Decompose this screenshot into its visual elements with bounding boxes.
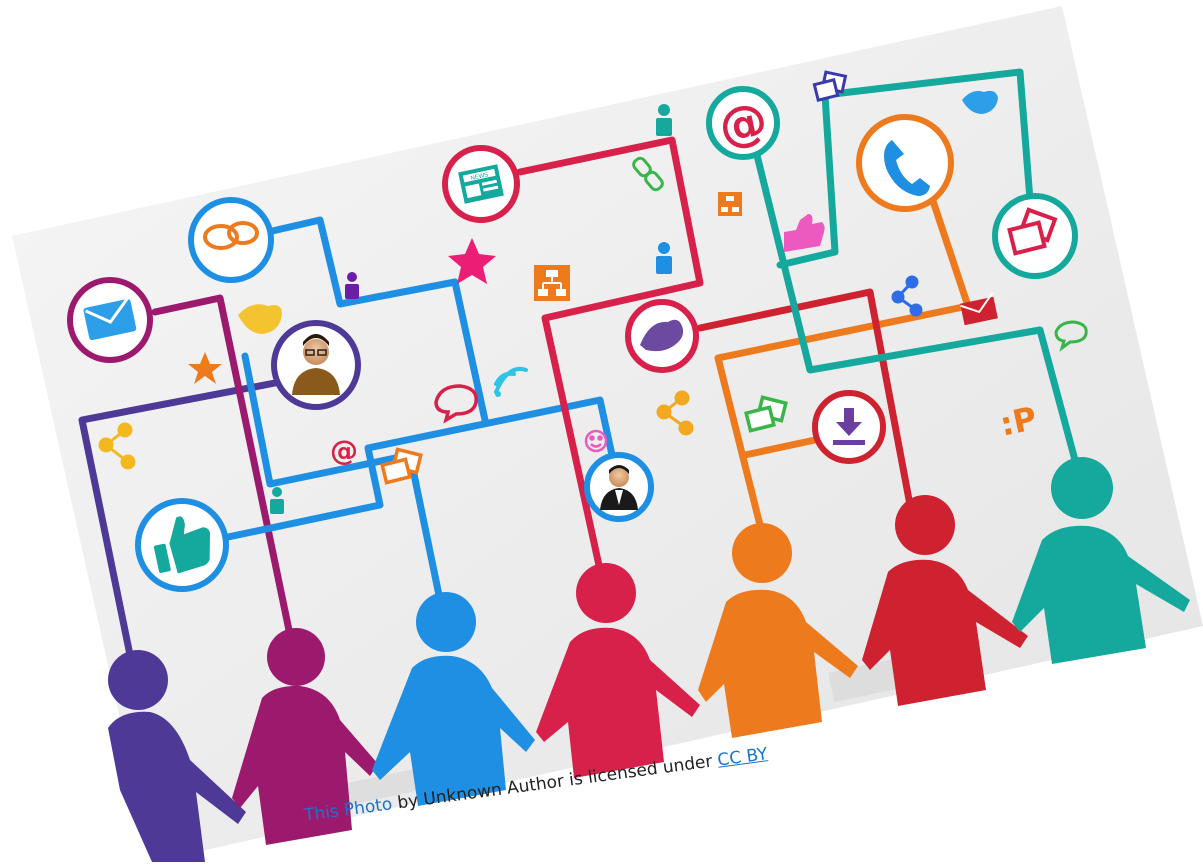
download-node xyxy=(812,390,886,464)
thumbs-up-icon-pink xyxy=(784,214,825,252)
mail-icon xyxy=(83,296,137,341)
crimson-connector xyxy=(516,136,704,574)
blue-connector-thumb xyxy=(224,396,616,541)
emoticon-icon: :P xyxy=(997,399,1040,444)
envelope-icon-red xyxy=(960,292,998,326)
email-at-node: @ xyxy=(706,86,780,160)
people-row xyxy=(108,457,1190,862)
businessman-icon xyxy=(600,465,638,510)
phone-node xyxy=(856,114,954,212)
avatar-node-right xyxy=(584,452,654,522)
person-magenta xyxy=(232,628,378,845)
avatar-node-left xyxy=(271,320,361,410)
pictures-node xyxy=(992,193,1078,279)
purple-connector xyxy=(78,379,279,659)
person-teal xyxy=(1012,457,1190,664)
newspaper-icon: NEWS xyxy=(458,164,504,204)
wifi-icon xyxy=(494,367,528,397)
at-sign-small-icon: @ xyxy=(330,434,358,467)
bird-icon xyxy=(640,319,684,352)
download-icon xyxy=(833,408,865,445)
thumbs-up-icon xyxy=(153,516,211,574)
blue-connector-upper xyxy=(264,216,489,424)
star-icon-orange xyxy=(188,352,222,384)
person-crimson xyxy=(536,563,700,778)
red-connector xyxy=(696,288,914,509)
share-icon-blue xyxy=(891,275,923,317)
avatar-icon xyxy=(292,334,340,395)
chat-node xyxy=(188,197,274,283)
phone-icon xyxy=(884,140,930,196)
speech-bubble-icon-green xyxy=(1054,320,1088,352)
person-icon-blue xyxy=(656,242,672,274)
sitemap-icon-small xyxy=(718,192,742,216)
news-node: NEWS xyxy=(442,145,520,223)
person-purple xyxy=(108,650,246,862)
photos-icon-orange xyxy=(380,447,423,485)
orange-connector-sub xyxy=(741,436,819,459)
like-node xyxy=(135,498,229,592)
person-red xyxy=(862,495,1028,706)
news-label: NEWS xyxy=(470,172,489,182)
sitemap-icon xyxy=(534,265,570,301)
mail-node xyxy=(67,277,153,363)
blue-connector-main xyxy=(241,352,444,604)
teal-connector xyxy=(748,131,1079,464)
link-icon xyxy=(632,156,664,192)
pictures-icon xyxy=(1007,207,1058,256)
person-blue xyxy=(372,592,535,806)
magenta-connector xyxy=(151,294,294,639)
person-icon-green xyxy=(270,487,284,514)
share-icon-left xyxy=(98,422,136,470)
floating-icons: @ xyxy=(98,70,1088,514)
photos-icon-green xyxy=(744,395,788,433)
bird-node xyxy=(625,299,699,373)
photos-icon-blue xyxy=(812,70,848,102)
star-icon-pink xyxy=(448,238,496,284)
bird-icon-yellow xyxy=(238,304,282,334)
person-icon-teal-top xyxy=(656,104,672,136)
person-orange xyxy=(698,523,858,738)
orange-connector xyxy=(714,188,972,529)
bird-icon-blue xyxy=(962,90,998,114)
share-icon-orange xyxy=(656,390,694,436)
at-sign-icon: @ xyxy=(714,92,773,157)
chat-bubbles-icon xyxy=(203,221,259,250)
smiley-icon xyxy=(584,429,608,453)
person-icon-purple xyxy=(345,272,359,299)
speech-bubble-icon xyxy=(434,384,478,424)
